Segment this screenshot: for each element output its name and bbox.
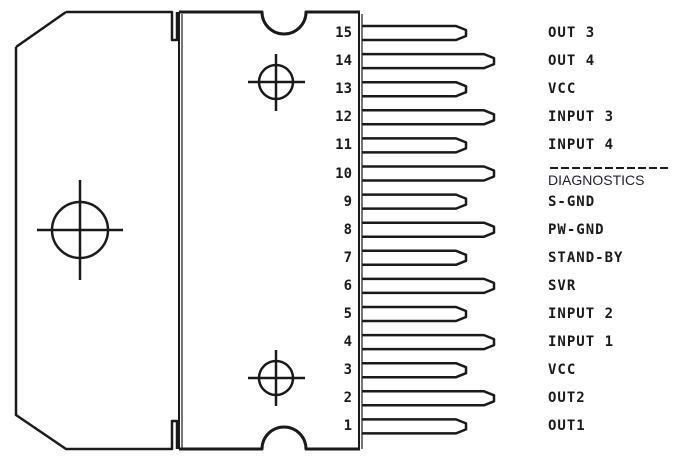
pin-number: 8 <box>343 221 352 238</box>
pin-number: 15 <box>335 25 352 41</box>
pin-number: 9 <box>343 193 352 210</box>
pin-label: VCC <box>548 81 577 98</box>
pin-lead-8 <box>362 221 496 238</box>
alignment-mark-bottom-icon <box>248 350 305 406</box>
pin-number: 11 <box>335 137 352 154</box>
pin-number: 7 <box>343 249 352 266</box>
alignment-mark-top-icon <box>248 54 305 111</box>
pin-label: INPUT 3 <box>548 109 615 126</box>
heatsink-tab-outline <box>14 10 179 451</box>
pin-label: PW-GND <box>548 221 605 238</box>
pin-number: 2 <box>343 390 352 407</box>
pin-label: SVR <box>548 277 577 294</box>
pin-number: 5 <box>343 306 352 322</box>
pin-number: 6 <box>343 277 352 294</box>
obscured-original-label <box>550 166 668 169</box>
pin-lead-13 <box>362 80 468 98</box>
pin-number: 12 <box>335 109 352 126</box>
pin-label: OUT 4 <box>548 53 596 70</box>
pin-lead-14 <box>362 52 496 70</box>
pin-lead-7 <box>362 249 468 267</box>
pin-label: INPUT 2 <box>548 306 615 322</box>
pin-lead-5 <box>362 305 468 323</box>
pin-label: DIAGNOSTICS <box>548 171 645 188</box>
pin-lead-10 <box>362 165 496 182</box>
pin-label: OUT1 <box>548 418 586 435</box>
package-body-outline <box>179 10 360 451</box>
pin-lead-6 <box>362 277 496 295</box>
pin-number: 14 <box>335 53 352 70</box>
pin-lead-3 <box>362 361 468 379</box>
pin-label: VCC <box>548 362 577 379</box>
pin-number: 13 <box>335 81 352 98</box>
pin-lead-2 <box>362 390 496 407</box>
pin-lead-4 <box>362 333 496 351</box>
pin-lead-12 <box>362 109 496 126</box>
pin-label: S-GND <box>548 193 596 210</box>
pin-number: 1 <box>343 418 352 435</box>
pin-lead-1 <box>362 418 468 435</box>
pin-number: 3 <box>343 362 352 379</box>
pin-label: OUT2 <box>548 390 586 407</box>
pin-lead-11 <box>362 137 468 154</box>
pin-label: OUT 3 <box>548 25 596 41</box>
pin-lead-9 <box>362 193 468 210</box>
pin-label: INPUT 4 <box>548 137 615 154</box>
pin-number: 4 <box>343 334 352 351</box>
pin-number: 10 <box>335 165 352 182</box>
pin-leads <box>362 24 496 435</box>
mounting-hole-center-icon <box>37 180 123 280</box>
pin-label: STAND-BY <box>548 249 624 266</box>
pin-lead-15 <box>362 24 468 42</box>
pin-label: INPUT 1 <box>548 334 615 351</box>
